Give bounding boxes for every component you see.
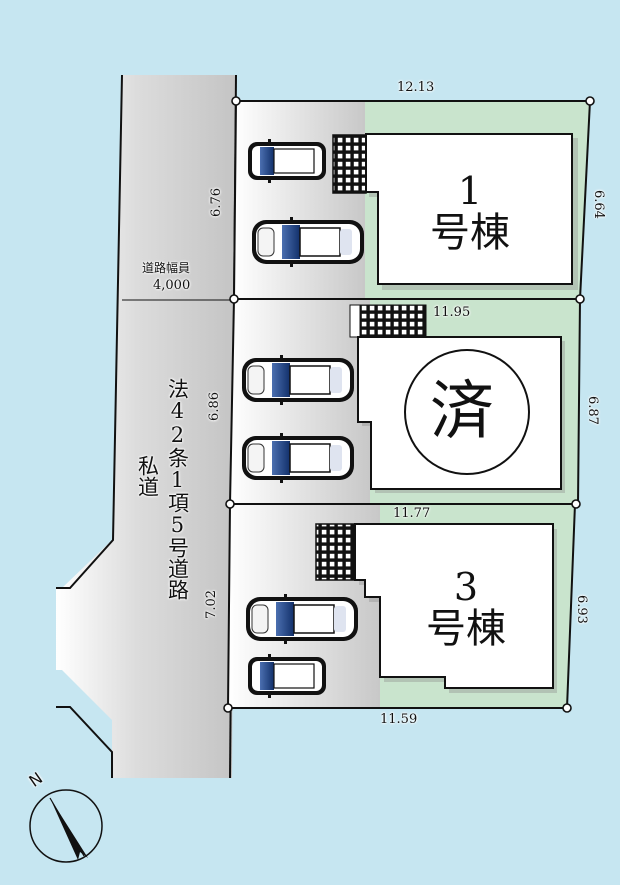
building-1-number: 1 — [457, 169, 483, 213]
building-3-label: 3 号棟 — [416, 565, 516, 652]
sold-mark: 済 — [430, 375, 494, 449]
building-3-number: 3 — [453, 565, 479, 609]
private-road — [56, 74, 237, 779]
lot-1-right-length: 6.64 — [591, 190, 606, 219]
road-ownership-label: 私道 — [135, 455, 160, 497]
lot-1-left-length: 6.76 — [209, 188, 224, 217]
lot-2-right-length: 6.87 — [585, 396, 600, 425]
building-1-label: 1 号棟 — [420, 169, 520, 256]
road-width-value: 4,000 — [153, 278, 191, 293]
lot-1-top-length: 12.13 — [397, 80, 435, 95]
road-type-label: 法42条1項5号道路 — [165, 378, 190, 600]
lot-2-left-length: 6.86 — [207, 392, 222, 421]
lot-3-right-length: 6.93 — [574, 595, 589, 624]
lot-2-sold — [228, 298, 582, 505]
building-1-suffix: 号棟 — [430, 209, 510, 256]
building-3-suffix: 号棟 — [426, 605, 506, 652]
lot-3 — [226, 503, 577, 709]
boundary-markers — [223, 96, 595, 713]
lot-3-left-length: 7.02 — [204, 590, 219, 619]
lot-3-bottom-length: 11.59 — [380, 712, 418, 727]
lot-1 — [232, 100, 592, 300]
lot-2-top-length: 11.95 — [433, 305, 471, 320]
road-width-label: 道路幅員 — [142, 261, 191, 275]
lot-3-top-length: 11.77 — [393, 506, 431, 521]
north-compass-icon — [29, 789, 103, 863]
